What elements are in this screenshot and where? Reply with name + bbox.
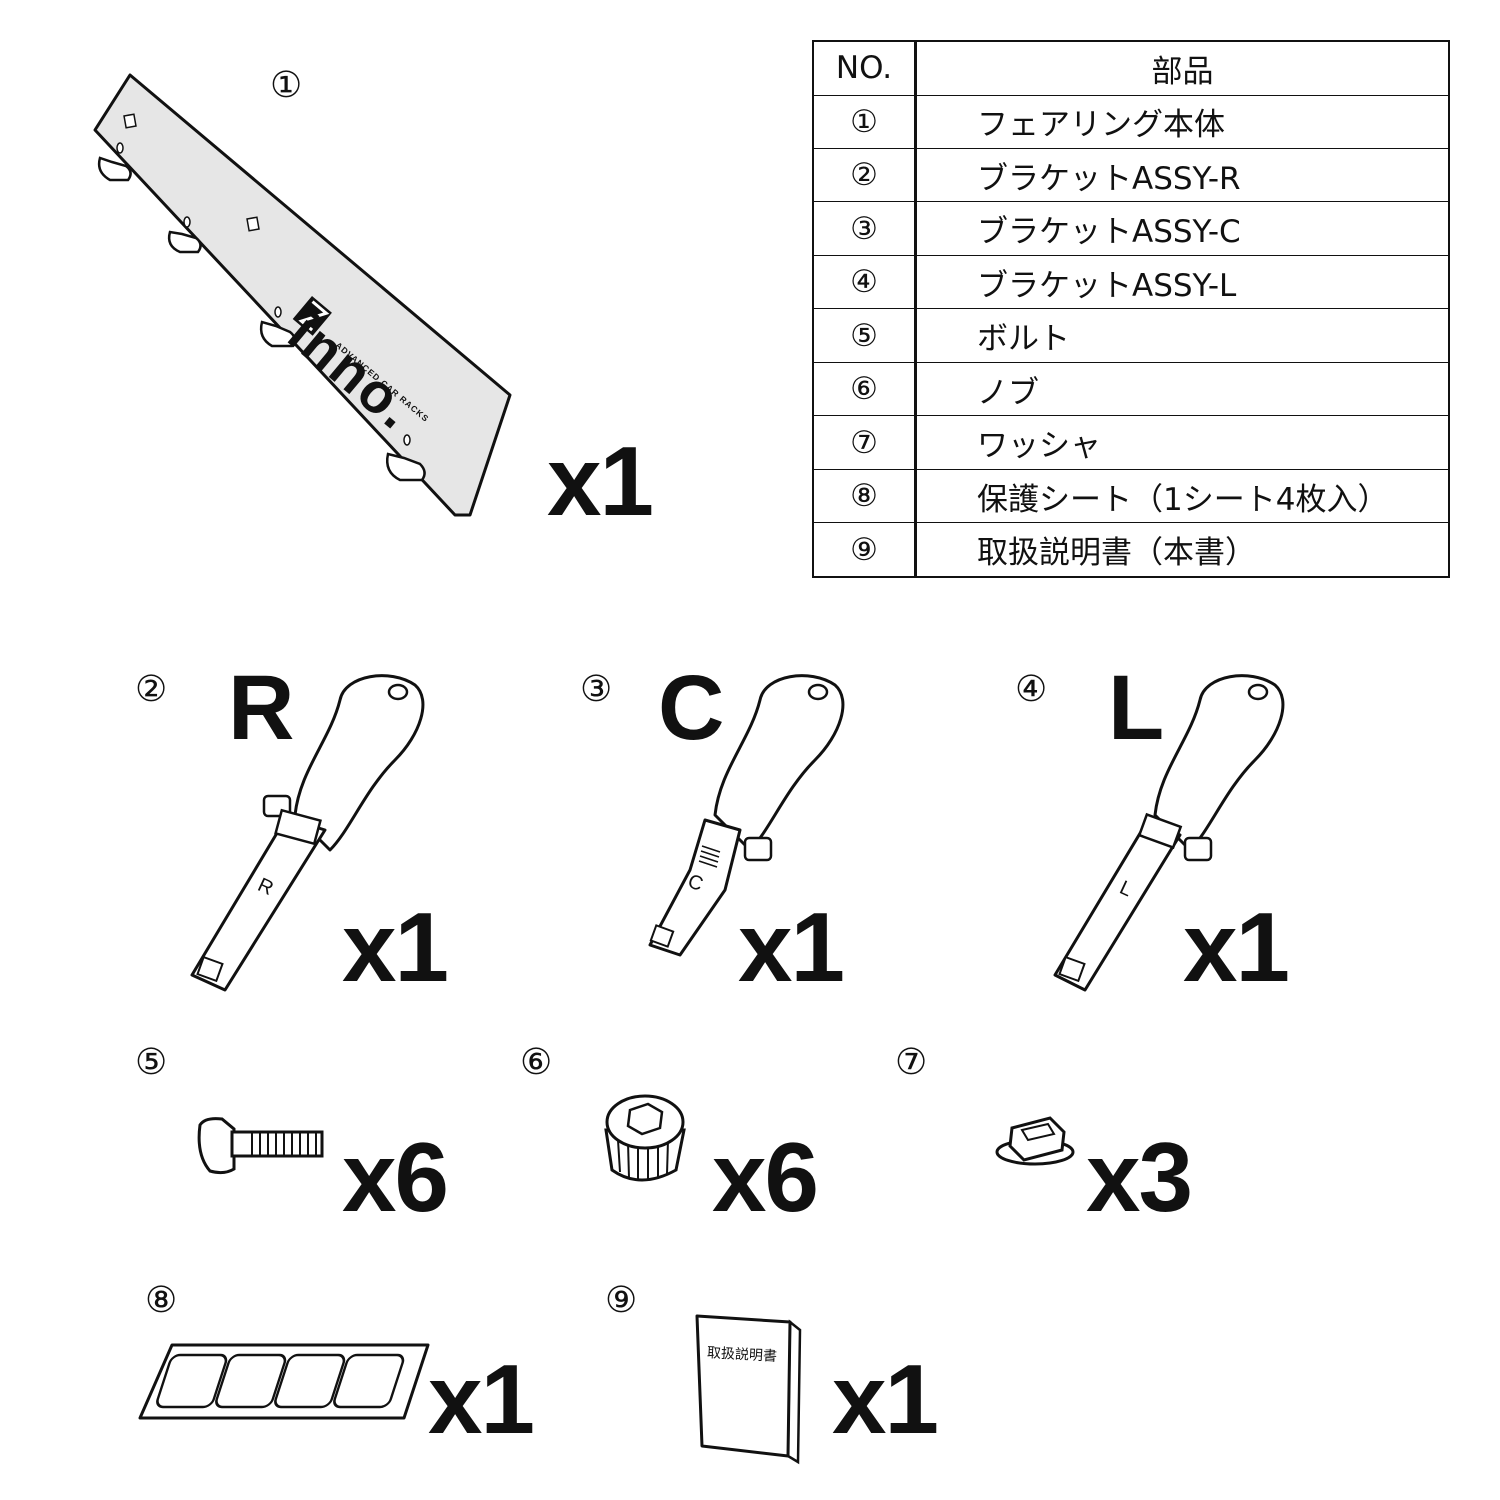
row-part-name: 取扱説明書（本書） [915,522,1450,578]
bracket-c-qty: x1 [738,892,845,1002]
bracket-l-letter: L [1108,657,1165,759]
manual-qty: x1 [832,1344,939,1454]
row-part-name: ブラケットASSY-C [915,201,1450,256]
manual-cover-title: 取扱説明書 [706,1345,778,1365]
bracket-r-letter: R [228,657,295,759]
bracket-c-letter: C [658,657,725,759]
bracket-c-number: ③ [580,669,613,710]
fairing-qty: x1 [547,426,654,536]
washer-qty: x3 [1086,1122,1193,1232]
row-part-name: 保護シート（1シート4枚入） [915,468,1450,524]
table-header-row: NO. 部品 [812,40,1450,96]
bolt-qty: x6 [342,1122,449,1232]
row-part-name: ボルト [915,308,1450,363]
row-part-name: ノブ [915,361,1450,417]
fairing-number: ① [270,65,303,106]
sheet-number: ⑧ [145,1280,178,1321]
row-no: ⑥ [812,361,917,417]
row-no: ⑨ [812,522,917,578]
sheet-qty: x1 [428,1344,535,1454]
knob-qty: x6 [712,1122,819,1232]
row-no: ③ [812,201,917,256]
knob-number: ⑥ [520,1042,553,1083]
bracket-r-number: ② [135,669,168,710]
bracket-r-qty: x1 [342,892,449,1002]
bracket-l-number: ④ [1015,669,1048,710]
row-no: ⑤ [812,308,917,363]
bracket-l-qty: x1 [1183,892,1290,1002]
row-no: ② [812,147,917,203]
manual-number: ⑨ [605,1280,638,1321]
row-no: ⑦ [812,415,917,470]
table-header-no: NO. [812,40,917,96]
row-no: ① [812,94,917,149]
row-part-name: フェアリング本体 [915,94,1450,149]
washer-number: ⑦ [895,1042,928,1083]
row-no: ⑧ [812,468,917,524]
table-header-part: 部品 [915,40,1450,96]
bolt-number: ⑤ [135,1042,168,1083]
row-no: ④ [812,254,917,310]
